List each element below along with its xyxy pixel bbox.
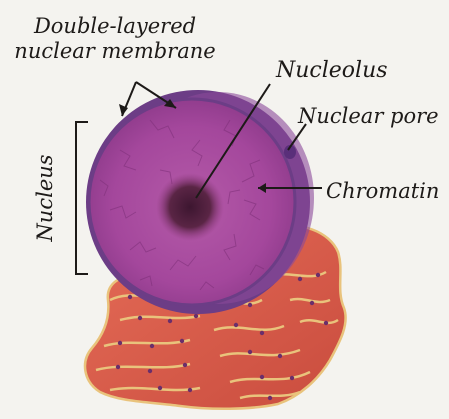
nuclear-pore-label: Nuclear pore [298,104,439,128]
nucleus-label: Nucleus [33,153,57,243]
nucleolus-body [156,173,224,241]
membrane-label: Double-layered nuclear membrane [10,14,220,64]
nucleolus-label: Nucleolus [276,58,388,83]
chromatin-label: Chromatin [326,179,439,203]
membrane-label-line1: Double-layered [10,14,220,39]
membrane-label-line2: nuclear membrane [10,39,220,64]
